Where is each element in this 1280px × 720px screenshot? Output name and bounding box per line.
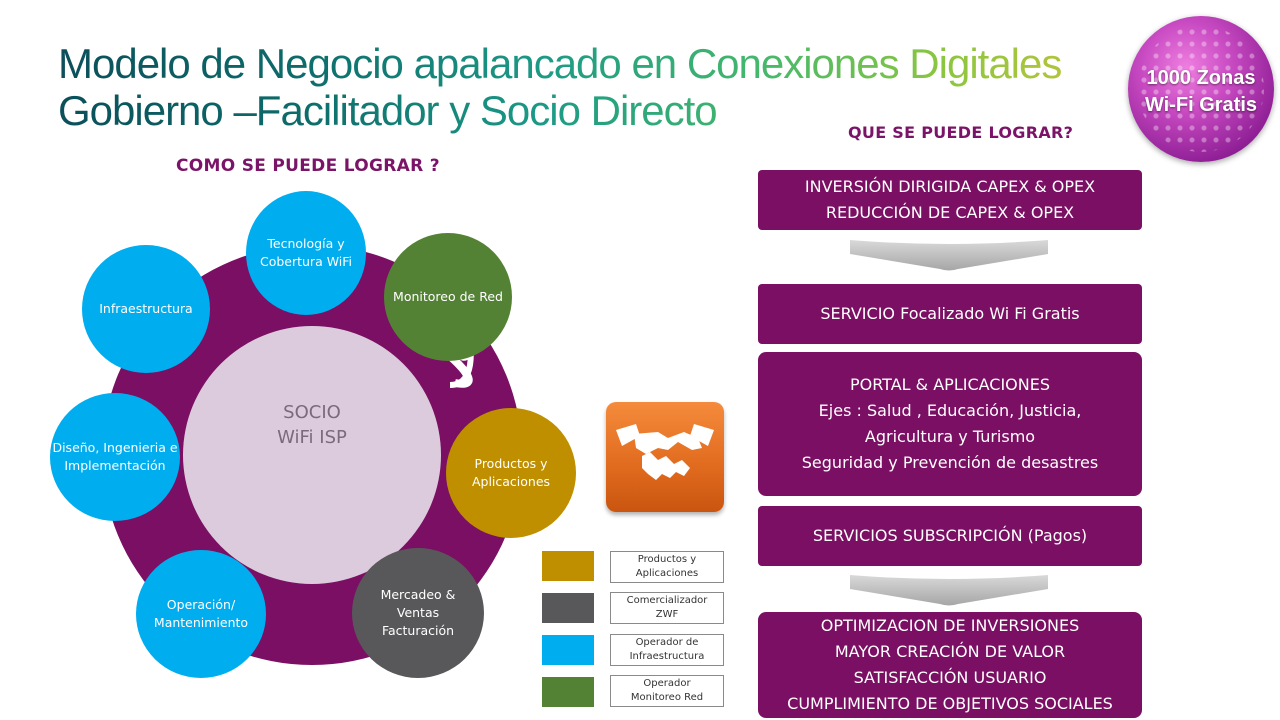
legend-infraestructura-line-2: Infraestructura — [629, 651, 705, 662]
center-circle: SOCIO WiFi ISP — [183, 326, 441, 584]
legend-productos-line-1: Productos y — [637, 554, 697, 565]
legend-monitoreo-line-2: Monitoreo Red — [630, 692, 704, 703]
legend-label-productos: Productos y Aplicaciones — [610, 551, 724, 583]
outcome-portal-line-3: Agricultura y Turismo — [864, 427, 1036, 446]
legend-label-comercializador: Comercializador ZWF — [610, 592, 724, 624]
center-line-1: SOCIO — [283, 402, 341, 423]
satellite-tecnologia-line-1: Tecnología y — [267, 236, 345, 251]
badge-line-2: Wi-Fi Gratis — [1144, 94, 1258, 116]
wifi-zones-badge: 1000 Zonas Wi-Fi Gratis — [1128, 16, 1274, 162]
left-heading: COMO SE PUEDE LOGRAR ? — [176, 156, 440, 176]
satellite-operacion: Operación/ Mantenimiento — [136, 550, 266, 678]
satellite-mercadeo-line-2: Ventas — [396, 605, 440, 620]
right-heading: QUE SE PUEDE LOGRAR? — [848, 123, 1074, 142]
satellite-infraestructura: Infraestructura — [82, 245, 210, 373]
satellite-infraestructura-line-1: Infraestructura — [99, 301, 193, 316]
satellite-tecnologia: Tecnología y Cobertura WiFi — [246, 191, 366, 315]
outcome-optimizacion-line-1: OPTIMIZACION DE INVERSIONES — [820, 616, 1080, 635]
legend-comercializador-line-1: Comercializador — [626, 595, 708, 606]
handshake-icon — [606, 402, 724, 512]
satellite-productos: Productos y Aplicaciones — [446, 408, 576, 538]
satellite-diseno-line-1: Diseño, Ingenieria e — [52, 440, 178, 455]
outcome-portal-line-2: Ejes : Salud , Educación, Justicia, — [818, 401, 1082, 420]
center-label: SOCIO WiFi ISP — [277, 400, 347, 450]
badge-dot-pattern — [1138, 26, 1264, 152]
satellite-tecnologia-line-2: Cobertura WiFi — [259, 254, 353, 269]
legend-label-operador-infraestructura: Operador de Infraestructura — [610, 634, 724, 666]
outcome-servicio-line-1: SERVICIO Focalizado Wi Fi Gratis — [820, 304, 1080, 323]
legend-swatch-operador-monitoreo — [542, 677, 594, 707]
outcome-optimizacion-line-2: MAYOR CREACIÓN DE VALOR — [834, 642, 1066, 661]
down-arrow-1 — [850, 240, 1048, 271]
legend-productos-line-2: Aplicaciones — [635, 568, 699, 579]
outcome-box-suscripcion: SERVICIOS SUBSCRIPCIÓN (Pagos) — [758, 506, 1142, 566]
outcome-suscripcion-line-1: SERVICIOS SUBSCRIPCIÓN (Pagos) — [812, 526, 1088, 545]
outcome-portal-line-4: Seguridad y Prevención de desastres — [801, 453, 1099, 472]
down-arrow-2 — [850, 575, 1048, 606]
satellite-productos-line-1: Productos y — [474, 456, 548, 471]
satellite-diseno-line-2: Implementación — [64, 458, 166, 473]
center-line-2: WiFi ISP — [277, 427, 347, 448]
outcome-optimizacion-line-4: CUMPLIMIENTO DE OBJETIVOS SOCIALES — [787, 694, 1113, 713]
outcome-box-optimizacion: OPTIMIZACION DE INVERSIONES MAYOR CREACI… — [758, 612, 1142, 718]
satellite-productos-line-2: Aplicaciones — [471, 474, 551, 489]
legend-swatch-productos — [542, 551, 594, 581]
legend-label-operador-monitoreo: Operador Monitoreo Red — [610, 675, 724, 707]
satellite-mercadeo-line-3: Facturación — [381, 623, 455, 638]
legend-swatch-comercializador — [542, 593, 594, 623]
outcome-box-servicio: SERVICIO Focalizado Wi Fi Gratis — [758, 284, 1142, 344]
outcome-box-inversion: INVERSIÓN DIRIGIDA CAPEX & OPEX REDUCCIÓ… — [758, 170, 1142, 230]
outcome-inversion-line-2: REDUCCIÓN DE CAPEX & OPEX — [825, 203, 1075, 222]
outcome-optimizacion-line-3: SATISFACCIÓN USUARIO — [853, 668, 1047, 687]
outcome-box-portal: PORTAL & APLICACIONES Ejes : Salud , Edu… — [758, 352, 1142, 496]
handshake-glyph — [616, 424, 714, 480]
badge-line-1: 1000 Zonas — [1146, 67, 1256, 89]
satellite-monitoreo-line-1: Monitoreo de Red — [393, 289, 503, 304]
legend-monitoreo-line-1: Operador — [643, 678, 691, 689]
satellite-mercadeo-line-1: Mercadeo & — [380, 587, 456, 602]
satellite-mercadeo: Mercadeo & Ventas Facturación — [352, 548, 484, 678]
outcome-inversion-line-1: INVERSIÓN DIRIGIDA CAPEX & OPEX — [804, 177, 1096, 196]
legend-comercializador-line-2: ZWF — [655, 609, 679, 620]
satellite-operacion-line-2: Mantenimiento — [153, 615, 249, 630]
legend-infraestructura-line-1: Operador de — [635, 637, 699, 648]
satellite-monitoreo: Monitoreo de Red — [384, 233, 512, 361]
legend-swatch-operador-infraestructura — [542, 635, 594, 665]
satellite-operacion-line-1: Operación/ — [166, 597, 236, 612]
outcome-portal-line-1: PORTAL & APLICACIONES — [849, 375, 1050, 394]
satellite-diseno: Diseño, Ingenieria e Implementación — [50, 393, 180, 521]
